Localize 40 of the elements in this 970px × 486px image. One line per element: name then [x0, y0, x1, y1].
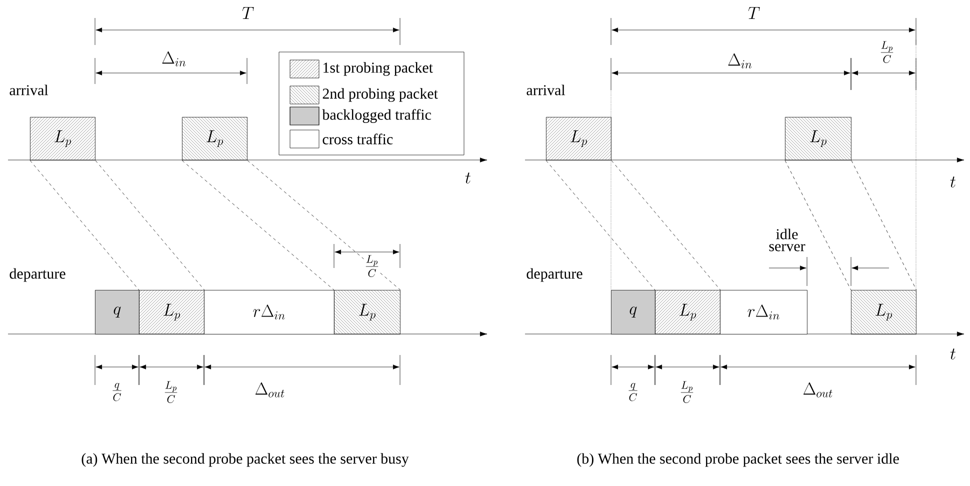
dimension-label: $\Delta_{in}$	[728, 53, 752, 68]
dashed-line	[546, 160, 656, 290]
dimension-label: $T$	[748, 7, 760, 19]
axis-label: $t$	[950, 176, 956, 188]
dimension-label: $\Delta_{out}$	[803, 382, 832, 398]
packet-box: $L_p$	[30, 117, 96, 160]
dimension-label: $\frac{L_p}{C}$	[164, 381, 178, 403]
dashed-line	[611, 160, 721, 290]
dashed-line	[182, 160, 334, 290]
dashed-line	[851, 160, 917, 290]
packet-box: $L_p$	[546, 117, 612, 160]
packet-box: $L_p$	[334, 290, 400, 334]
dimension-label: $\frac{q}{C}$	[112, 383, 122, 402]
dashed-line	[247, 160, 401, 290]
axis-label: $t$	[950, 348, 956, 360]
legend-text: 2nd probing packet	[322, 88, 438, 102]
caption: (a) When the second probe packet sees the server busy	[82, 453, 409, 467]
dimension-label: $\Delta_{out}$	[255, 382, 284, 398]
dimension-label: $\Delta_{in}$	[162, 51, 186, 66]
packet-box: $r\Delta_{in}$	[720, 290, 808, 334]
caption: (b) When the second probe packet sees the server idle	[577, 453, 899, 467]
packet-box: $L_p$	[785, 117, 852, 160]
annotation: idle server	[769, 228, 806, 252]
packet-box: $L_p$	[851, 290, 916, 334]
packet-box: $q$	[611, 290, 656, 334]
dimension-label: $\frac{L_p}{C}$	[880, 41, 894, 63]
dimension-label: $\frac{L_p}{C}$	[680, 381, 694, 403]
dashed-line	[95, 160, 205, 290]
dimension-label: $\frac{q}{C}$	[628, 383, 638, 402]
packet-box: $r\Delta_{in}$	[204, 290, 334, 334]
dimension-label: $\frac{L_p}{C}$	[364, 254, 380, 278]
legend-text: backlogged traffic	[322, 109, 432, 123]
dashed-line	[784, 160, 852, 290]
axis-label: $t$	[465, 172, 471, 184]
packet-box: $L_p$	[182, 117, 248, 160]
packet-box: $q$	[95, 290, 140, 334]
legend-text: 1st probing packet	[324, 62, 433, 76]
dashed-line	[30, 160, 140, 290]
dimension-label: $T$	[242, 7, 254, 19]
legend-text: cross traffic	[322, 134, 393, 144]
